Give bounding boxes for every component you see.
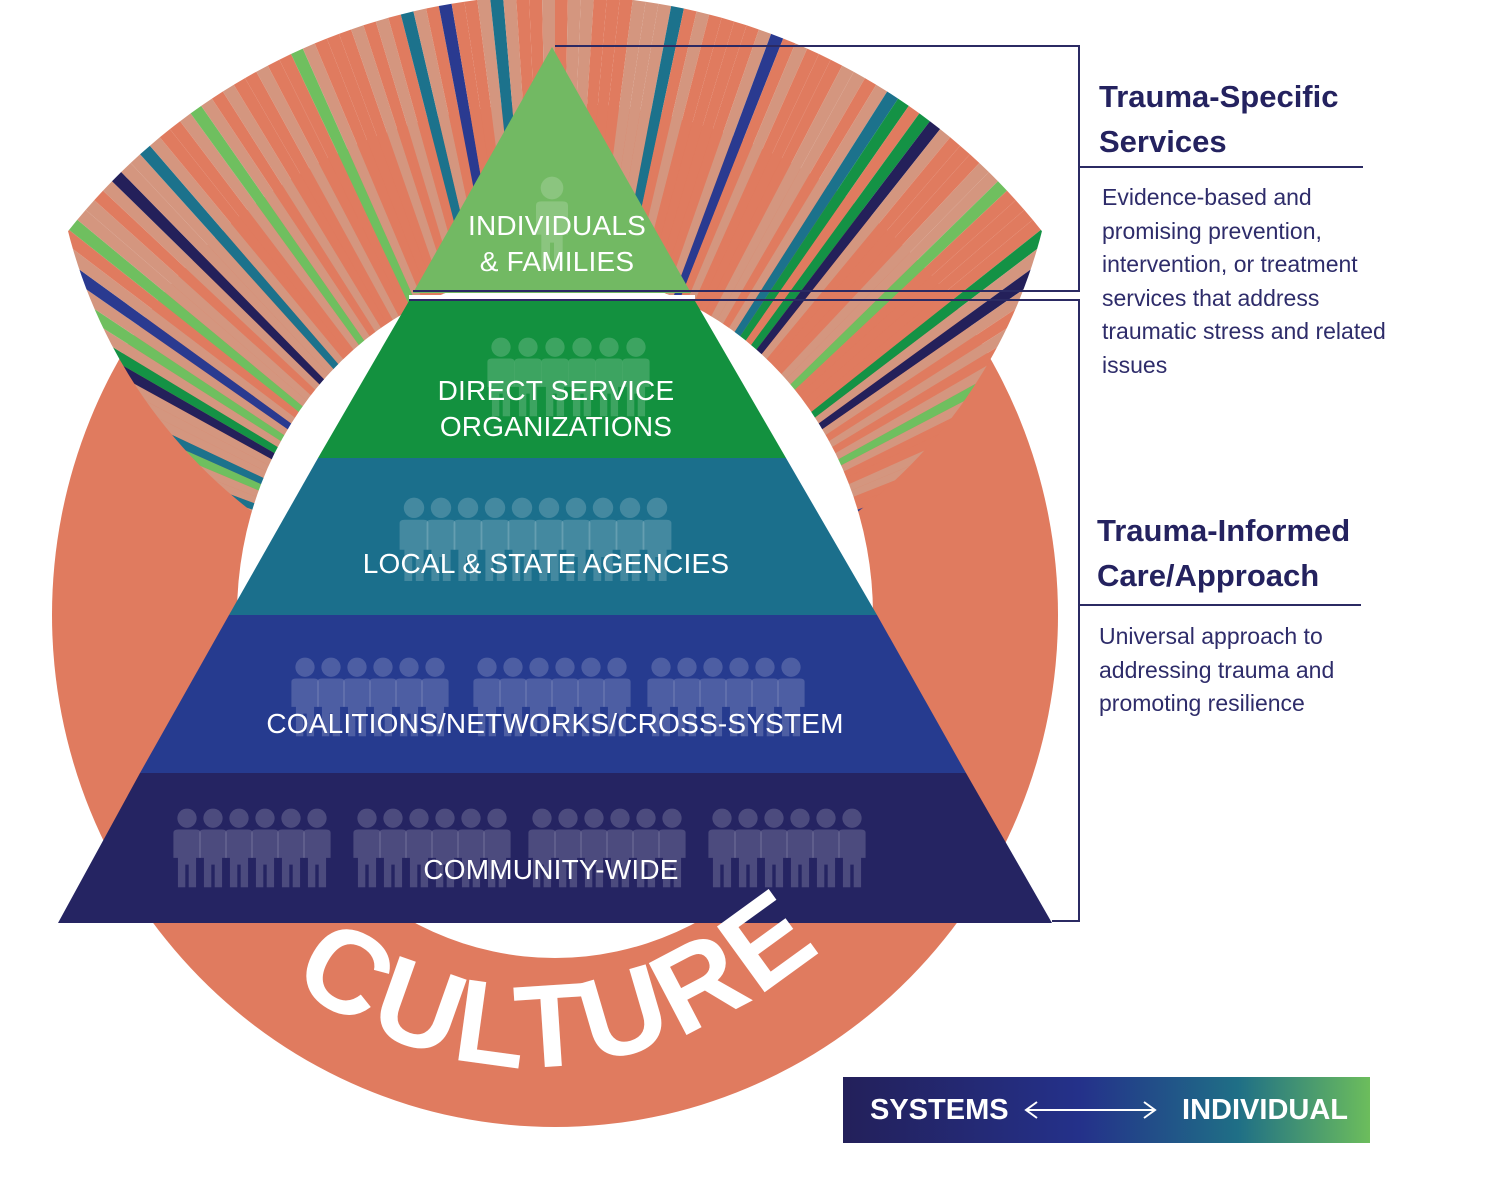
tier-label-local-state: LOCAL & STATE AGENCIES <box>363 546 729 582</box>
bracket-trauma-specific <box>413 45 1080 292</box>
trauma-informed-rule <box>1079 604 1361 606</box>
tier-label-community-wide: COMMUNITY-WIDE <box>423 852 678 888</box>
legend-individual-label: INDIVIDUAL <box>1182 1094 1348 1126</box>
tier-label-coalitions: COALITIONS/NETWORKS/CROSS-SYSTEM <box>266 706 843 742</box>
tier-label-direct-service: DIRECT SERVICE ORGANIZATIONS <box>438 373 675 445</box>
tier-label-text: DIRECT SERVICE ORGANIZATIONS <box>437 375 675 442</box>
trauma-specific-heading: Trauma-Specific Services <box>1099 79 1339 159</box>
pyramid <box>58 47 1052 923</box>
bracket-trauma-informed <box>409 299 1080 922</box>
bracket-lines <box>409 45 1080 922</box>
systems-individual-legend: SYSTEMS INDIVIDUAL <box>843 1077 1370 1143</box>
tier-label-text: COMMUNITY-WIDE <box>423 854 679 885</box>
tier-individuals-families <box>413 47 691 293</box>
tier-label-individuals-families: INDIVIDUALS & FAMILIES <box>437 208 677 280</box>
trauma-informed-description: Universal approach to addressing trauma … <box>1099 623 1335 716</box>
trauma-informed-heading: Trauma-Informed Care/Approach <box>1097 513 1351 593</box>
tier-label-text: COALITIONS/NETWORKS/CROSS-SYSTEM <box>266 708 844 739</box>
trauma-specific-description: Evidence-based and promising prevention,… <box>1102 184 1386 378</box>
tier-label-text: INDIVIDUALS & FAMILIES <box>467 210 647 277</box>
legend-systems-label: SYSTEMS <box>870 1094 1009 1126</box>
tier-label-text: LOCAL & STATE AGENCIES <box>362 548 730 579</box>
trauma-specific-rule <box>1079 166 1363 168</box>
double-arrow-icon <box>1024 1101 1157 1119</box>
